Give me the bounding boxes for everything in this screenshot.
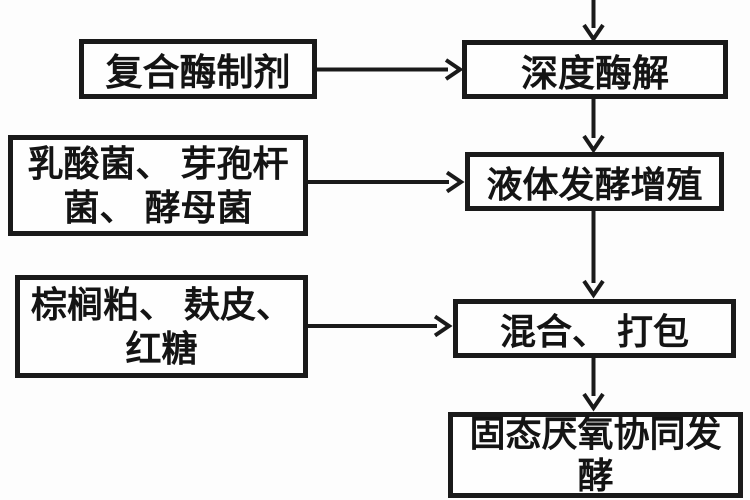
box-solid-anaerobic-fermentation: 固态厌氧协同发 酵 (448, 412, 743, 498)
box-label-line: 菌、 酵母菌 (63, 187, 253, 228)
box-label-line: 酵 (577, 456, 614, 496)
box-label: 混合、 打包 (499, 311, 689, 352)
box-compound-enzyme: 复合酶制剂 (79, 39, 317, 99)
arrow-bacteria-to-fermentation (307, 170, 465, 194)
box-label: 液体发酵增殖 (486, 164, 703, 205)
arrow-feed-top (582, 0, 605, 43)
arrow-enzyme-to-enzymolysis (316, 58, 464, 81)
box-label-line: 棕榈粕、 麸皮、 (30, 284, 292, 325)
box-label-line: 固态厌氧协同发 (469, 414, 722, 454)
arrow-substrate-to-mix (307, 314, 453, 338)
box-label-line: 乳酸菌、 芽孢杆 (27, 143, 289, 184)
box-label: 深度酶解 (521, 53, 669, 95)
box-label-line: 红糖 (125, 328, 198, 369)
box-lactic-bacillus-yeast: 乳酸菌、 芽孢杆 菌、 酵母菌 (8, 135, 308, 236)
box-palm-meal-bran-sugar: 棕榈粕、 麸皮、 红糖 (15, 275, 308, 378)
box-deep-enzymolysis: 深度酶解 (462, 40, 728, 99)
box-liquid-fermentation: 液体发酵增殖 (465, 152, 724, 211)
box-label: 复合酶制剂 (105, 53, 291, 94)
arrow-fermentation-to-mix (582, 210, 605, 299)
arrow-mix-to-solid-fermentation (582, 357, 605, 412)
box-mix-pack: 混合、 打包 (453, 299, 736, 358)
arrow-enzymolysis-to-fermentation (582, 98, 605, 154)
